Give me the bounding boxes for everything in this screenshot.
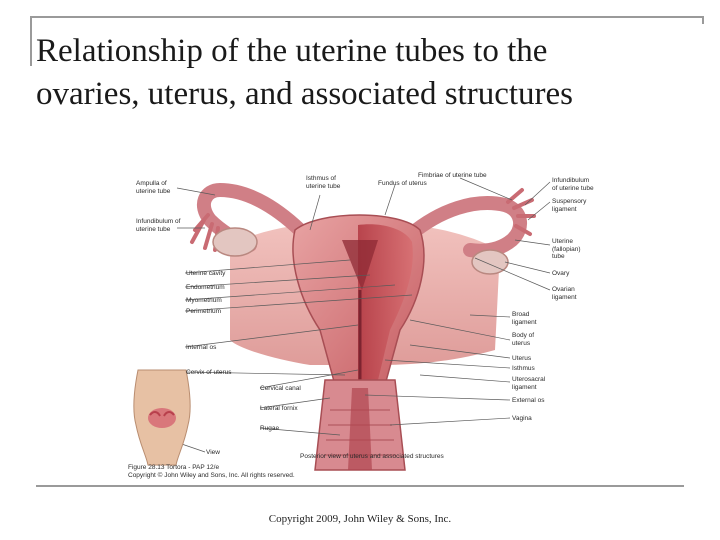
- label-uterine-fallopian: Uterine (fallopian) tube: [552, 238, 581, 260]
- label-isthmus: Isthmus: [512, 365, 535, 372]
- label-endometrium: Endometrium: [186, 284, 225, 291]
- label-vagina: Vagina: [512, 415, 532, 422]
- label-perimetrium: Perimetrium: [186, 308, 222, 315]
- uterus-illustration: [133, 177, 551, 471]
- label-external-os: External os: [512, 397, 545, 404]
- right-fimbriae-shape: [506, 188, 536, 236]
- figure-reference: Figure 28.13 Tortora - PAP 12/e: [128, 464, 220, 471]
- label-myometrium: Myometrium: [186, 297, 222, 304]
- slide-title: Relationship of the uterine tubes to the…: [36, 30, 696, 116]
- label-uterine-cavity: Uterine cavity: [186, 270, 226, 277]
- slide-frame-left: [30, 16, 32, 66]
- label-uterosacral: Uterosacral ligament: [512, 376, 546, 391]
- label-infundibulum-left: Infundibulum of uterine tube: [136, 218, 181, 233]
- label-fundus: Fundus of uterus: [378, 180, 427, 187]
- label-ovary: Ovary: [552, 270, 570, 277]
- slide-title-line2: ovaries, uterus, and associated structur…: [36, 76, 573, 112]
- label-view: View: [206, 449, 220, 456]
- label-rugae: Rugae: [260, 425, 280, 432]
- slide-bottom-rule: [36, 485, 684, 487]
- myometrium-shape: [358, 224, 413, 380]
- label-broad-ligament: Broad ligament: [512, 311, 537, 326]
- anatomy-figure: Ampulla of uterine tube Infundibulum of …: [120, 150, 600, 480]
- uterine-cavity-shape: [342, 240, 378, 290]
- slide-title-line1: Relationship of the uterine tubes to the: [36, 33, 548, 69]
- label-isthmus-tube: Isthmus of uterine tube: [306, 175, 341, 190]
- slide-frame-right-tick: [702, 16, 704, 24]
- label-lateral-fornix: Lateral fornix: [260, 405, 298, 412]
- label-body-uterus: Body of uterus: [512, 332, 535, 347]
- label-ovarian-ligament: Ovarian ligament: [552, 286, 577, 301]
- figure-caption: Posterior view of uterus and associated …: [300, 453, 444, 460]
- vagina-inner-shape: [348, 388, 372, 470]
- slide-frame-top: [30, 16, 704, 18]
- leader-lines: [169, 177, 551, 453]
- label-fimbriae: Fimbriae of uterine tube: [418, 172, 487, 179]
- label-suspensory: Suspensory ligament: [552, 198, 587, 213]
- figure-copyright: Copyright © John Wiley and Sons, Inc. Al…: [128, 472, 295, 479]
- left-fimbriae-shape: [190, 213, 220, 252]
- label-cervical-canal: Cervical canal: [260, 385, 301, 392]
- right-uterine-tube-shape: [403, 196, 527, 258]
- label-ampulla: Ampulla of uterine tube: [136, 180, 171, 195]
- label-internal-os: Internal os: [186, 344, 217, 351]
- label-infundibulum-right: Infundibulum of uterine tube: [552, 177, 594, 192]
- left-ovary-shape: [212, 227, 258, 257]
- label-uterus: Uterus: [512, 355, 532, 362]
- torso-inset: [133, 369, 191, 466]
- slide-copyright: Copyright 2009, John Wiley & Sons, Inc.: [268, 513, 452, 525]
- right-ovary-shape: [471, 249, 509, 275]
- label-cervix: Cervix of uterus: [186, 369, 232, 376]
